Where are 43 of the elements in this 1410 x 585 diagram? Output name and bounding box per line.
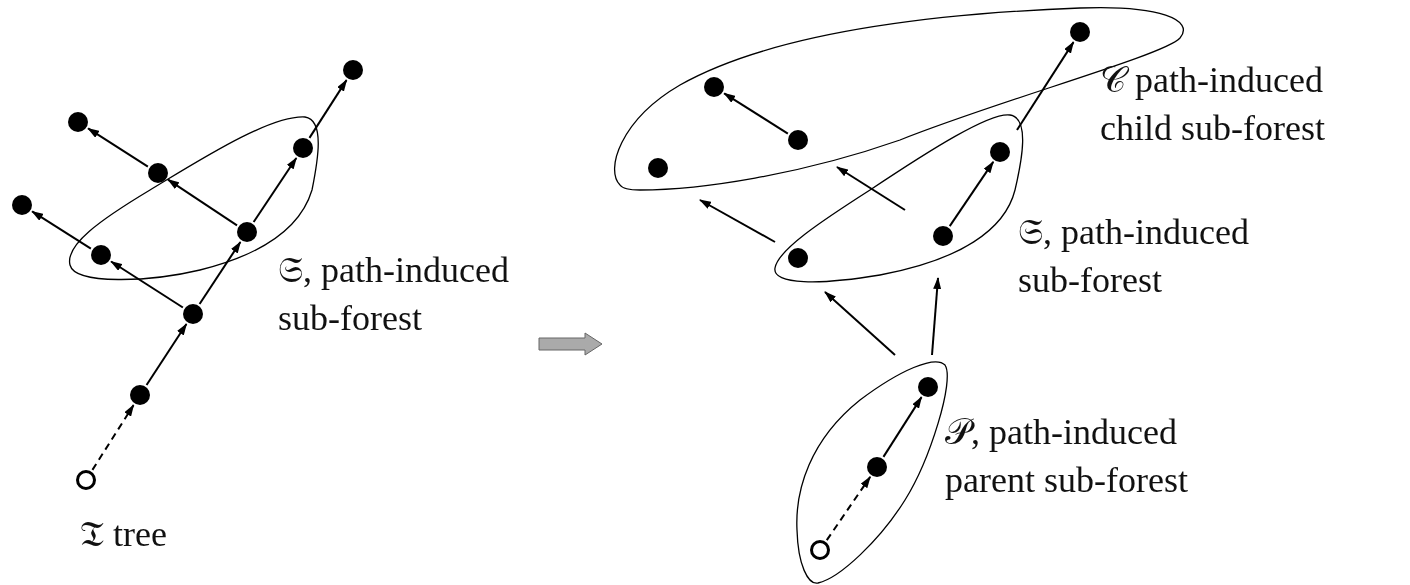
arrow — [723, 92, 789, 135]
tree-node-dot — [788, 130, 808, 150]
arrow — [931, 277, 942, 356]
annotation-text: 𝒞 path-induced child sub-forest — [1100, 59, 1326, 150]
annotation-text: 𝔖, path-induced sub-forest — [278, 249, 510, 340]
tree-node-dot — [183, 304, 203, 324]
tree-node-dot — [867, 457, 887, 477]
tree-node-dot — [704, 77, 724, 97]
arrow — [87, 127, 149, 168]
arrow — [836, 166, 906, 211]
tree-node-dot — [12, 195, 32, 215]
arrow — [145, 323, 188, 386]
root-node-circle — [810, 540, 830, 560]
tree-node-dot — [933, 226, 953, 246]
annotation-text: 𝔖, path-induced sub-forest — [1018, 211, 1250, 302]
arrow — [198, 241, 242, 305]
tree-node-dot — [918, 377, 938, 397]
arrow — [91, 404, 135, 471]
arrow — [1016, 41, 1075, 131]
arrow — [308, 79, 348, 139]
arrow — [167, 178, 238, 227]
tree-node-dot — [788, 248, 808, 268]
arrow — [882, 396, 923, 458]
tree-node-dot — [130, 385, 150, 405]
tree-node-dot — [343, 60, 363, 80]
tree-node-dot — [68, 112, 88, 132]
tree-node-dot — [648, 158, 668, 178]
root-node-circle — [76, 470, 96, 490]
tree-node-dot — [91, 245, 111, 265]
arrow — [31, 210, 92, 250]
arrow — [252, 157, 298, 223]
annotation-text: 𝔗 tree — [80, 513, 168, 556]
annotation-text: 𝒫, path-induced parent sub-forest — [945, 411, 1189, 502]
tree-node-dot — [293, 138, 313, 158]
arrow — [825, 475, 872, 542]
arrow — [824, 291, 896, 356]
arrow — [948, 160, 995, 228]
tree-node-dot — [237, 222, 257, 242]
arrow — [699, 199, 776, 243]
tree-node-dot — [990, 142, 1010, 162]
tree-node-dot — [148, 163, 168, 183]
arrow — [110, 260, 184, 309]
tree-node-dot — [1070, 22, 1090, 42]
